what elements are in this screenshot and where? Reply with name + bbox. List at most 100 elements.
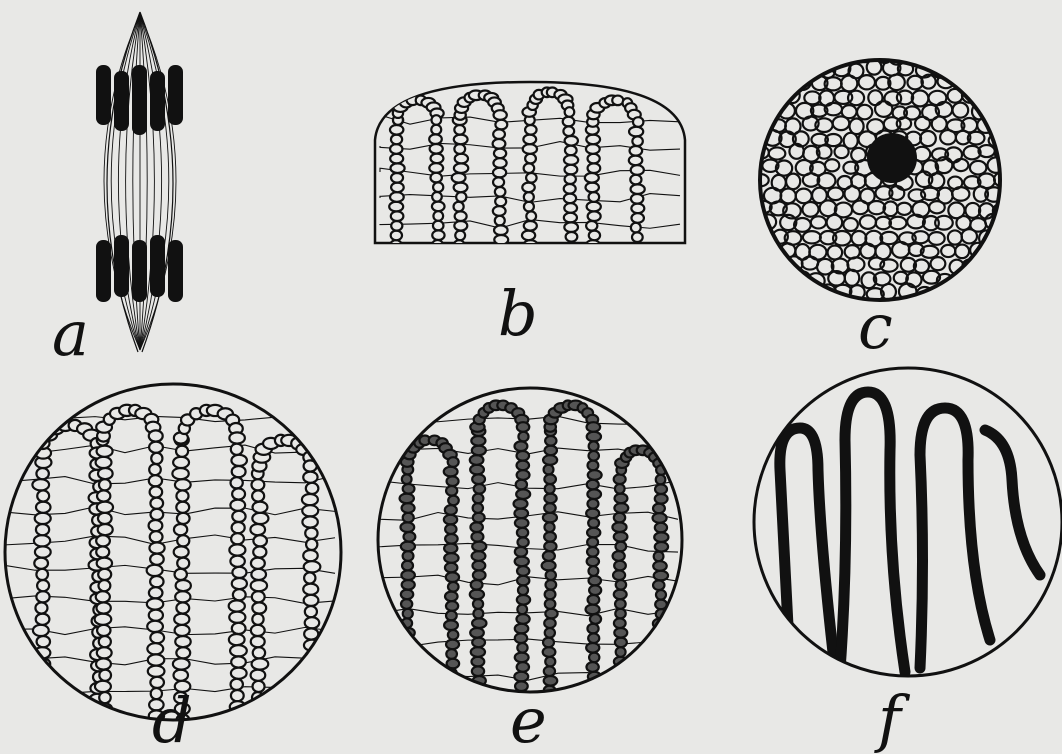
chromatin-bead: [402, 686, 414, 696]
chromatin-bead: [585, 173, 599, 183]
chromatin-bead: [471, 580, 483, 590]
chromatin-bead: [306, 483, 319, 494]
chromatin-bead: [612, 522, 626, 532]
reticulum-cell: [985, 272, 1002, 284]
chromatin-bead: [544, 542, 556, 552]
figure-f-threads: [780, 392, 1040, 672]
chromatin-bead: [231, 668, 247, 679]
chromatin-bead: [231, 656, 246, 667]
chromatin-bead: [614, 532, 628, 542]
chromatin-bead: [150, 509, 163, 520]
chromatin-bead: [97, 502, 113, 513]
chromatin-bead: [517, 470, 530, 480]
chromatin-bead: [35, 670, 50, 681]
chromatin-bead: [251, 670, 266, 681]
chromatin-bead: [446, 649, 457, 659]
figure-b-loops: [389, 87, 645, 249]
chromatin-bead: [433, 221, 444, 231]
reticulum-cell: [993, 230, 1011, 245]
chromosome-band-upper: [114, 71, 129, 131]
chromatin-bead: [586, 144, 600, 154]
reticulum-cell: [997, 284, 1012, 300]
chromatin-bead: [305, 528, 317, 539]
chromatin-bead: [545, 599, 556, 609]
chromatin-bead: [33, 625, 49, 636]
chromatin-bead: [586, 221, 597, 231]
chromatin-bead: [401, 522, 415, 532]
chromatin-bead: [543, 551, 555, 561]
reticulum-cell: [852, 231, 867, 245]
chromatin-bead: [176, 647, 190, 658]
chromatin-bead: [563, 117, 575, 127]
chromatin-bead: [616, 647, 626, 657]
chromatin-bead: [494, 225, 508, 235]
chromatin-bead: [588, 154, 600, 164]
figure-label-a: a: [52, 297, 89, 370]
chromatin-bead: [175, 625, 190, 636]
chromatin-bead: [251, 479, 264, 490]
reticulum-cell: [848, 91, 864, 105]
chromatin-bead: [655, 523, 667, 533]
reticulum-cell: [929, 232, 945, 245]
chromatin-bead: [448, 678, 459, 688]
chromatin-bead: [564, 184, 576, 194]
reticulum-cell: [978, 287, 993, 301]
chromatin-bead: [654, 532, 668, 542]
reticulum-cell: [780, 48, 795, 64]
chromatin-bead: [470, 590, 484, 600]
reticulum-cell: [753, 118, 771, 132]
chromatin-bead: [517, 566, 529, 576]
chromatin-bead: [231, 533, 244, 544]
chromatin-bead: [96, 546, 109, 557]
chromatin-bead: [390, 192, 404, 202]
chromatin-bead: [524, 192, 534, 202]
chromatin-bead: [433, 182, 443, 192]
reticulum-cell: [954, 159, 969, 171]
chromosome-band-lower: [132, 240, 147, 302]
chromatin-bead: [37, 636, 50, 647]
reticulum-cell: [1003, 159, 1018, 174]
chromatin-bead: [32, 479, 49, 490]
chromatin-bead: [252, 602, 266, 613]
reticulum-cell: [953, 103, 969, 118]
reticulum-cell: [949, 62, 964, 77]
chromatin-bead: [495, 187, 506, 197]
chromatin-bead: [456, 192, 466, 202]
chromatin-bead: [446, 611, 457, 621]
figure-d-network: [5, 416, 335, 693]
figure-e-loops: [400, 401, 669, 705]
chromatin-bead: [253, 681, 265, 692]
reticulum-cell: [984, 241, 1002, 256]
chromatin-bead: [472, 474, 485, 484]
chromatin-bead: [518, 432, 528, 442]
chromatin-bead: [630, 175, 641, 185]
chromatin-bead: [517, 537, 528, 547]
chromatin-bead: [149, 542, 164, 553]
chromatin-bead: [590, 614, 601, 624]
reticulum-cell: [941, 245, 955, 257]
chromatin-bead: [631, 213, 643, 223]
chromatin-bead: [515, 518, 529, 528]
figure-c: [752, 47, 1021, 302]
chromatin-bead: [305, 684, 319, 695]
reticulum-cell: [1002, 133, 1017, 147]
reticulum-cell: [843, 218, 858, 231]
chromatin-bead: [586, 240, 600, 250]
chromatin-bead: [149, 475, 162, 486]
network-strand: [5, 596, 335, 604]
chromatin-bead: [305, 696, 319, 707]
chromatin-bead: [35, 513, 51, 524]
chromatin-bead: [304, 572, 315, 583]
reticulum-cell: [761, 270, 778, 286]
chromatin-bead: [402, 561, 413, 571]
chromatin-bead: [472, 542, 486, 552]
chromatin-bead: [523, 135, 536, 145]
reticulum-cell: [852, 201, 868, 215]
chromatin-bead: [176, 602, 189, 613]
chromatin-bead: [544, 666, 555, 676]
chromatin-bead: [429, 163, 443, 173]
reticulum-cell: [897, 203, 911, 215]
chromatin-bead: [614, 590, 627, 600]
chromatin-bead: [232, 578, 247, 589]
chromatin-bead: [253, 546, 266, 557]
